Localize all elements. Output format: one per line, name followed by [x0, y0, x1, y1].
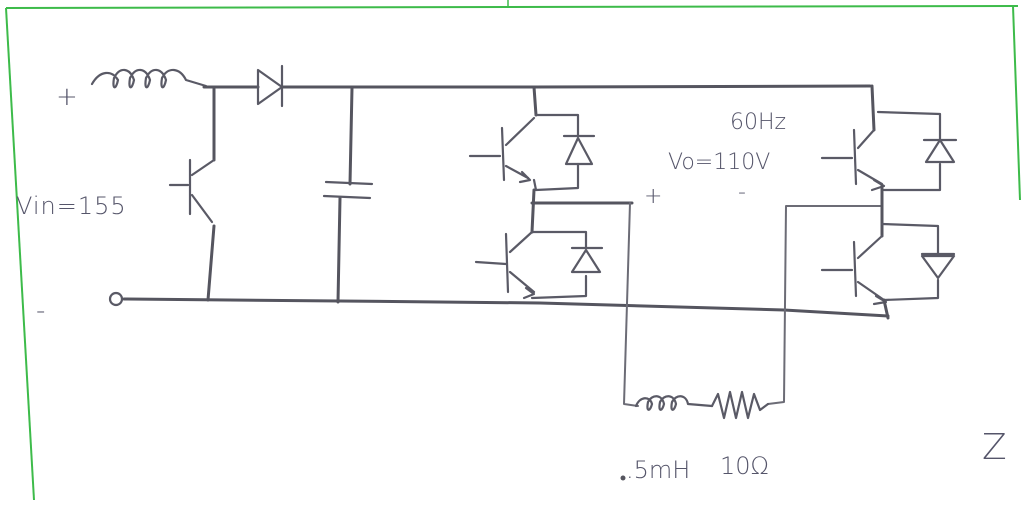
left-midpoint-wire	[530, 188, 634, 234]
load-wire-left	[623, 202, 639, 407]
bottom-dc-bus	[122, 297, 890, 318]
right-lower-diode	[880, 222, 956, 302]
left-upper-diode	[532, 113, 596, 192]
input-inductor	[90, 68, 208, 89]
input-plus-label: +	[56, 82, 78, 112]
boost-diode	[256, 64, 284, 108]
dc-link-capacitor	[322, 86, 374, 304]
boost-switch-leg	[206, 87, 216, 302]
output-plus-label: +	[644, 184, 663, 209]
right-leg-emitter	[882, 298, 890, 320]
load-wire-right	[767, 205, 883, 405]
boost-switch-transistor	[168, 158, 216, 224]
left-leg-collector	[532, 85, 538, 117]
top-dc-bus	[280, 84, 872, 89]
left-lower-diode	[530, 230, 604, 300]
left-upper-igbt	[468, 116, 536, 184]
right-upper-igbt	[820, 128, 886, 192]
right-leg-collector	[870, 84, 876, 132]
output-voltage-label: Vo=110V	[668, 150, 771, 175]
right-upper-diode	[876, 110, 958, 192]
stray-dot	[620, 475, 626, 481]
right-lower-igbt	[820, 234, 888, 306]
load-resistor	[710, 390, 770, 420]
paper-border	[5, 0, 1021, 501]
input-minus-label: -	[36, 296, 46, 326]
input-negative-terminal	[108, 291, 124, 307]
left-lower-igbt	[474, 230, 536, 300]
load-inductor	[634, 395, 714, 411]
resistance-label: 10Ω	[720, 452, 769, 480]
frequency-label: 60Hz	[730, 110, 787, 135]
inductance-label: .5mH	[626, 456, 691, 484]
vin-label: Vin=155	[16, 192, 127, 220]
corner-mark: Z	[982, 427, 1007, 468]
output-minus-label: -	[738, 180, 746, 205]
